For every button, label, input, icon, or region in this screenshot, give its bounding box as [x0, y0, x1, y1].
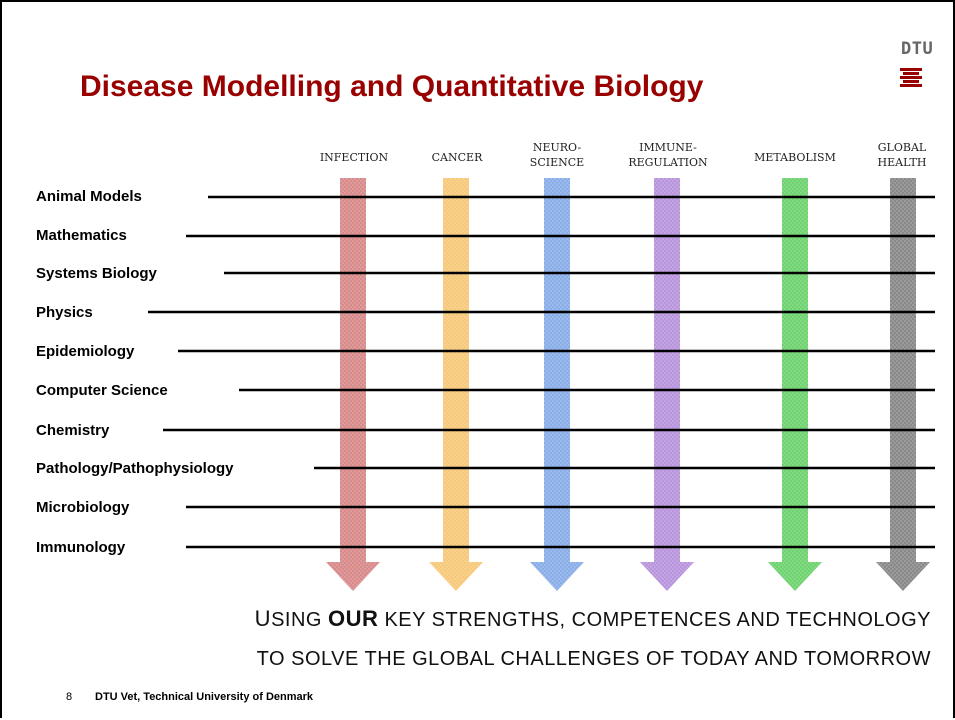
row-label-pathology: Pathology/Pathophysiology [36, 460, 234, 477]
row-label-chemistry: Chemistry [36, 422, 110, 439]
row-label-computer-science: Computer Science [36, 382, 168, 399]
column-header-line2: HEALTH [877, 156, 927, 169]
tagline-text-a: SING [271, 609, 329, 631]
row-lines [148, 195, 935, 549]
arrow-global-health [876, 178, 930, 591]
footer-organization: DTU Vet, Technical University of Denmark [95, 691, 314, 703]
column-header-line1: IMMUNE- [639, 141, 697, 154]
column-header-line2: REGULATION [628, 156, 708, 169]
column-header-line1: GLOBAL [877, 141, 927, 154]
column-header-metabolism: METABOLISM [745, 150, 845, 165]
row-label-animal-models: Animal Models [36, 188, 142, 205]
column-header-line1: INFECTION [319, 151, 389, 164]
arrow-immune-regulation [640, 178, 694, 591]
page-number: 8 [66, 691, 73, 703]
tagline-text-b: KEY STRENGTHS, COMPETENCES AND TECHNOLOG… [378, 609, 931, 631]
row-label-physics: Physics [36, 304, 93, 321]
column-header-line1: NEURO- [532, 141, 582, 154]
row-label-systems-biology: Systems Biology [36, 265, 157, 282]
tagline-line1: USING OUR KEY STRENGTHS, COMPETENCES AND… [31, 606, 931, 632]
arrow-neuroscience [530, 178, 584, 591]
column-header-line1: METABOLISM [754, 151, 836, 164]
column-header-line2: SCIENCE [529, 156, 585, 169]
column-header-infection: INFECTION [304, 150, 404, 165]
column-header-cancer: CANCER [407, 150, 507, 165]
arrow-metabolism [768, 178, 822, 591]
column-header-line1: CANCER [431, 151, 483, 164]
row-label-immunology: Immunology [36, 539, 126, 556]
row-label-microbiology: Microbiology [36, 499, 130, 516]
column-header-global-health: GLOBAL HEALTH [852, 140, 952, 170]
row-label-mathematics: Mathematics [36, 227, 127, 244]
column-header-immune-regulation: IMMUNE- REGULATION [618, 140, 718, 170]
arrow-cancer [429, 178, 483, 591]
slide-title: Disease Modelling and Quantitative Biolo… [80, 70, 704, 103]
tagline-emphasis: OUR [328, 606, 379, 631]
row-label-epidemiology: Epidemiology [36, 343, 135, 360]
column-header-neuroscience: NEURO- SCIENCE [507, 140, 607, 170]
arrow-infection [326, 178, 380, 591]
dtu-logo-icon [900, 68, 922, 87]
tagline-line2: TO SOLVE THE GLOBAL CHALLENGES OF TODAY … [256, 648, 931, 670]
tagline-initial: U [254, 606, 272, 631]
dtu-logo-text: DTU [901, 39, 934, 59]
